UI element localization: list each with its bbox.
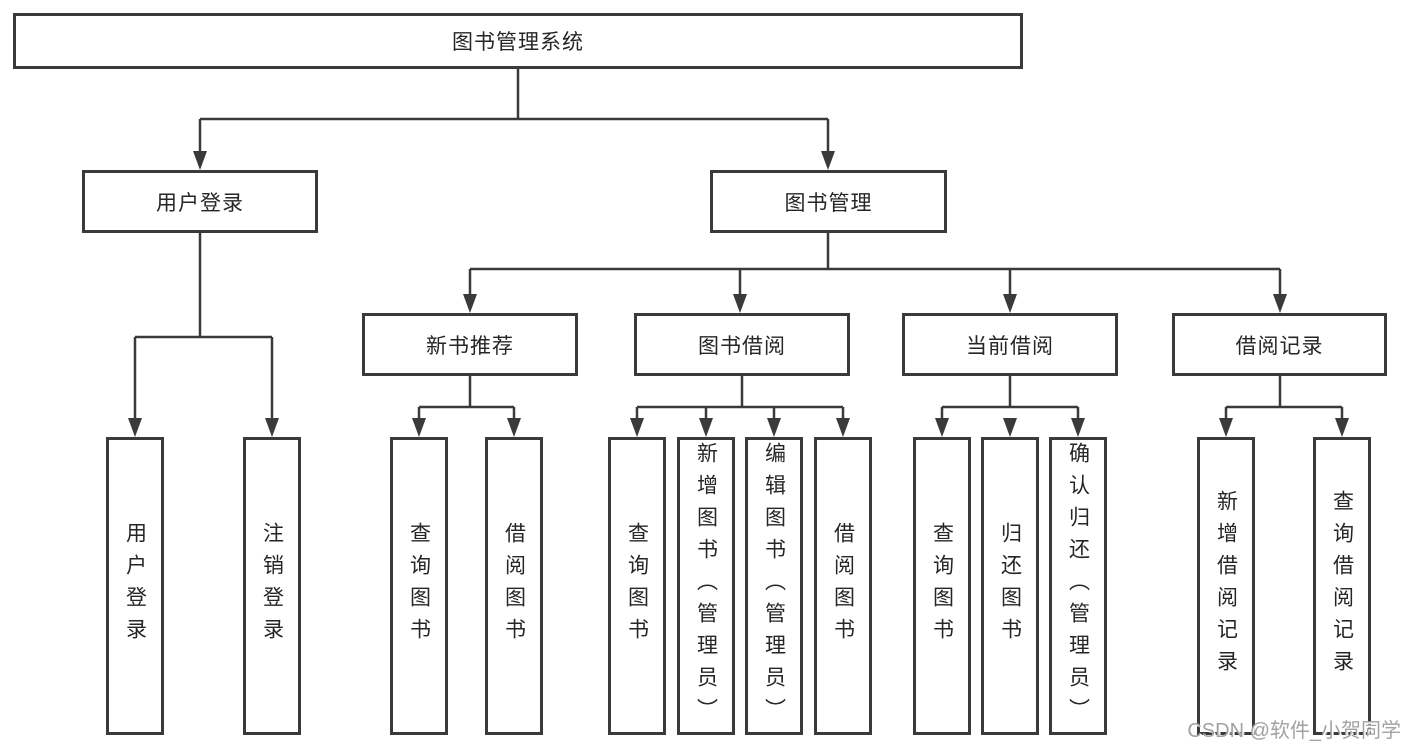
connector-root-to-level2 — [198, 69, 830, 153]
node-label: 注销登录 — [260, 522, 284, 650]
leaf-add-borrow-record: 新增借阅记录 — [1197, 437, 1255, 735]
leaf-edit-books-admin: 编辑图书（管理员） — [745, 437, 803, 735]
connector-userlogin-to-leaves — [133, 233, 274, 421]
node-label: 查询图书 — [625, 522, 649, 650]
node-label: 用户登录 — [123, 522, 147, 650]
connector-newbook-to-leaves — [417, 376, 516, 421]
node-label: 借阅图书 — [502, 522, 526, 650]
node-label: 图书管理系统 — [452, 31, 584, 54]
node-borrowing-records: 借阅记录 — [1172, 313, 1387, 376]
leaf-query-books-borrow: 查询图书 — [608, 437, 666, 735]
node-book-management: 图书管理 — [710, 170, 947, 233]
node-label: 当前借阅 — [966, 334, 1054, 358]
connector-lines — [133, 69, 1344, 421]
node-label: 借阅图书 — [831, 522, 855, 650]
node-label: 图书管理 — [784, 191, 873, 215]
leaf-user-login: 用户登录 — [106, 437, 164, 735]
node-label: 新增图书（管理员） — [694, 442, 718, 730]
leaf-borrow-books-recommend: 借阅图书 — [485, 437, 543, 735]
node-label: 图书借阅 — [698, 334, 786, 358]
node-label: 编辑图书（管理员） — [762, 442, 786, 730]
connector-bookborrow-to-leaves — [635, 376, 845, 421]
node-label: 归还图书 — [998, 522, 1022, 650]
node-label: 查询借阅记录 — [1330, 490, 1354, 682]
connector-currentborrow-to-leaves — [940, 376, 1080, 421]
connector-borrowrecords-to-leaves — [1224, 376, 1344, 421]
leaf-query-books-recommend: 查询图书 — [390, 437, 448, 735]
connector-bookmgmt-to-level3 — [468, 233, 1282, 297]
arrowheads — [128, 151, 1349, 437]
node-label: 新书推荐 — [426, 334, 514, 358]
leaf-add-books-admin: 新增图书（管理员） — [677, 437, 735, 735]
node-book-borrowing: 图书借阅 — [634, 313, 850, 376]
csdn-watermark: CSDN @软件_小贺同学 — [1187, 720, 1401, 742]
node-new-book-recommendation: 新书推荐 — [362, 313, 578, 376]
leaf-query-books-current: 查询图书 — [913, 437, 971, 735]
node-label: 查询图书 — [407, 522, 431, 650]
leaf-return-books: 归还图书 — [981, 437, 1039, 735]
node-user-login: 用户登录 — [82, 170, 318, 233]
node-label: 用户登录 — [156, 191, 244, 215]
leaf-query-borrow-record: 查询借阅记录 — [1313, 437, 1371, 735]
node-library-management-system: 图书管理系统 — [13, 13, 1023, 69]
node-label: 查询图书 — [930, 522, 954, 650]
leaf-confirm-return-admin: 确认归还（管理员） — [1049, 437, 1107, 735]
node-label: 确认归还（管理员） — [1066, 442, 1090, 730]
node-label: 新增借阅记录 — [1214, 490, 1238, 682]
node-label: 借阅记录 — [1235, 334, 1324, 358]
leaf-borrow-books: 借阅图书 — [814, 437, 872, 735]
leaf-logout: 注销登录 — [243, 437, 301, 735]
node-current-borrowing: 当前借阅 — [902, 313, 1118, 376]
